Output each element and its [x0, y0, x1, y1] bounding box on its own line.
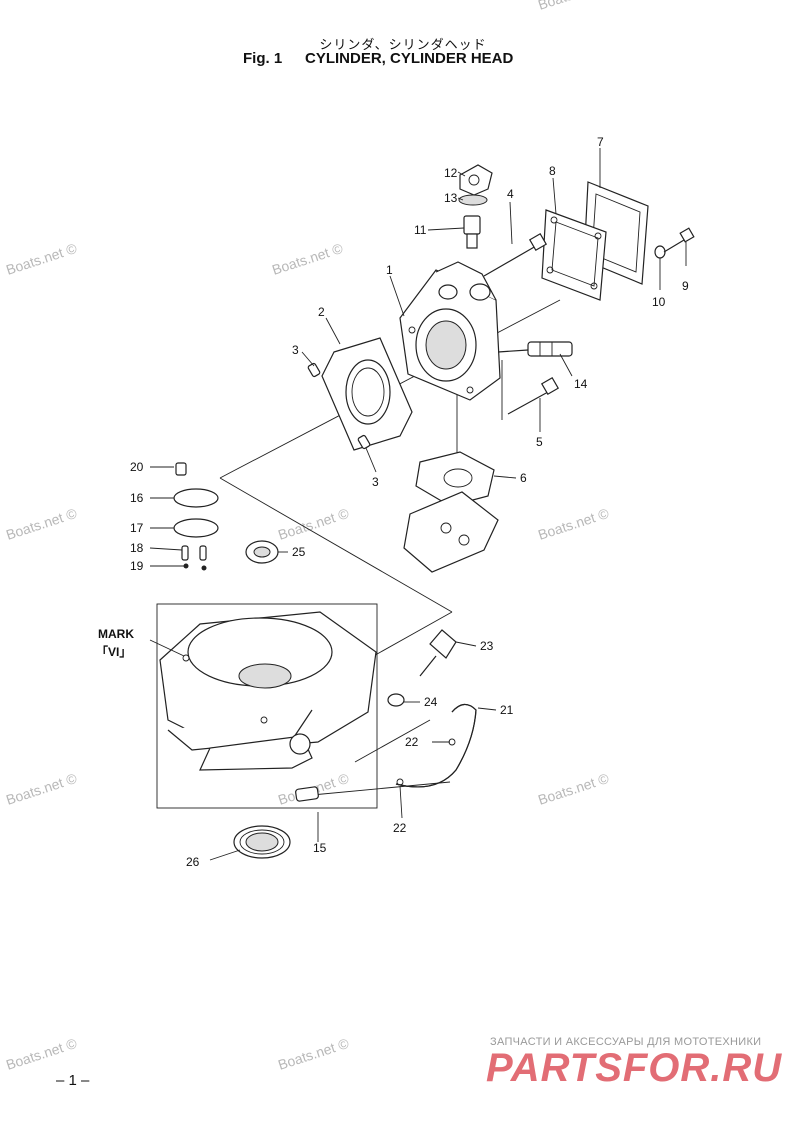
- callout-3: 3: [372, 475, 379, 489]
- callout-18: 18: [130, 541, 144, 555]
- bolt-5: [507, 376, 560, 415]
- callout-numbers: 12 13 11 4 8 7 9 10 1 2 3 3 14 5 6 20 16…: [96, 135, 689, 869]
- watermark: Boats.net ©: [270, 240, 345, 278]
- watermark: Boats.net ©: [536, 505, 611, 543]
- callout-6: 6: [520, 471, 527, 485]
- watermark: Boats.net ©: [4, 1035, 79, 1073]
- callout-4: 4: [507, 187, 514, 201]
- callout-25: 25: [292, 545, 306, 559]
- callout-9: 9: [682, 279, 689, 293]
- bearing-26: [233, 825, 291, 859]
- callout-8: 8: [549, 164, 556, 178]
- callout-5: 5: [536, 435, 543, 449]
- mark-code: 「VI」: [96, 644, 131, 659]
- callout-2: 2: [318, 305, 325, 319]
- bolt-9-and-washer-10: [654, 227, 695, 259]
- callout-10: 10: [652, 295, 666, 309]
- watermark: Boats.net ©: [276, 505, 351, 543]
- watermarks: Boats.net © Boats.net © Boats.net © Boat…: [4, 0, 611, 1073]
- oil-plug-23: [387, 629, 457, 707]
- title-japanese: シリンダ、シリンダヘッド: [319, 38, 487, 53]
- watermark: Boats.net ©: [536, 770, 611, 808]
- head-cover-and-gasket: [541, 181, 649, 301]
- callout-11: 11: [414, 223, 427, 237]
- watermark: Boats.net ©: [4, 505, 79, 543]
- callout-7: 7: [597, 135, 604, 149]
- callout-24: 24: [424, 695, 438, 709]
- brand-tagline: ЗАПЧАСТИ И АКСЕССУАРЫ ДЛЯ МОТОТЕХНИКИ: [490, 1036, 762, 1048]
- callout-20: 20: [130, 460, 144, 474]
- callout-17: 17: [130, 521, 144, 535]
- watermark: Boats.net ©: [4, 240, 79, 278]
- dowel-pins-3: [307, 362, 371, 450]
- callout-19: 19: [130, 559, 144, 573]
- watermark: Boats.net ©: [536, 0, 611, 13]
- callout-21: 21: [500, 703, 514, 717]
- exhaust-gasket-and-cover: [403, 451, 499, 573]
- crankcase-15: [156, 603, 378, 809]
- small-parts-16-20: [173, 462, 219, 571]
- callout-14: 14: [574, 377, 588, 391]
- cylinder-head-block: [399, 261, 501, 401]
- hose-21: [395, 703, 477, 788]
- head-gasket: [321, 337, 413, 451]
- watermark: Boats.net ©: [4, 770, 79, 808]
- spark-plug-14: [497, 341, 573, 357]
- callout-16: 16: [130, 491, 144, 505]
- callout-1: 1: [386, 263, 393, 277]
- mark-label: MARK: [98, 627, 134, 641]
- callout-23: 23: [480, 639, 494, 653]
- callout-3: 3: [292, 343, 299, 357]
- figure-number: Fig. 1: [243, 50, 283, 67]
- watermark: Boats.net ©: [276, 1035, 351, 1073]
- callout-22: 22: [405, 735, 419, 749]
- figure-name: CYLINDER, CYLINDER HEAD: [305, 50, 514, 67]
- callout-22: 22: [393, 821, 407, 835]
- callout-26: 26: [186, 855, 200, 869]
- page-number: – 1 –: [56, 1072, 90, 1089]
- brand-logo: PARTSFOR.RU: [486, 1046, 783, 1090]
- callout-13: 13: [444, 191, 458, 205]
- leader-lines: [149, 148, 687, 861]
- oil-seal-25: [245, 540, 279, 564]
- callout-15: 15: [313, 841, 327, 855]
- thermostat-cover: [458, 164, 493, 249]
- callout-12: 12: [444, 166, 458, 180]
- bolt-4: [483, 232, 548, 277]
